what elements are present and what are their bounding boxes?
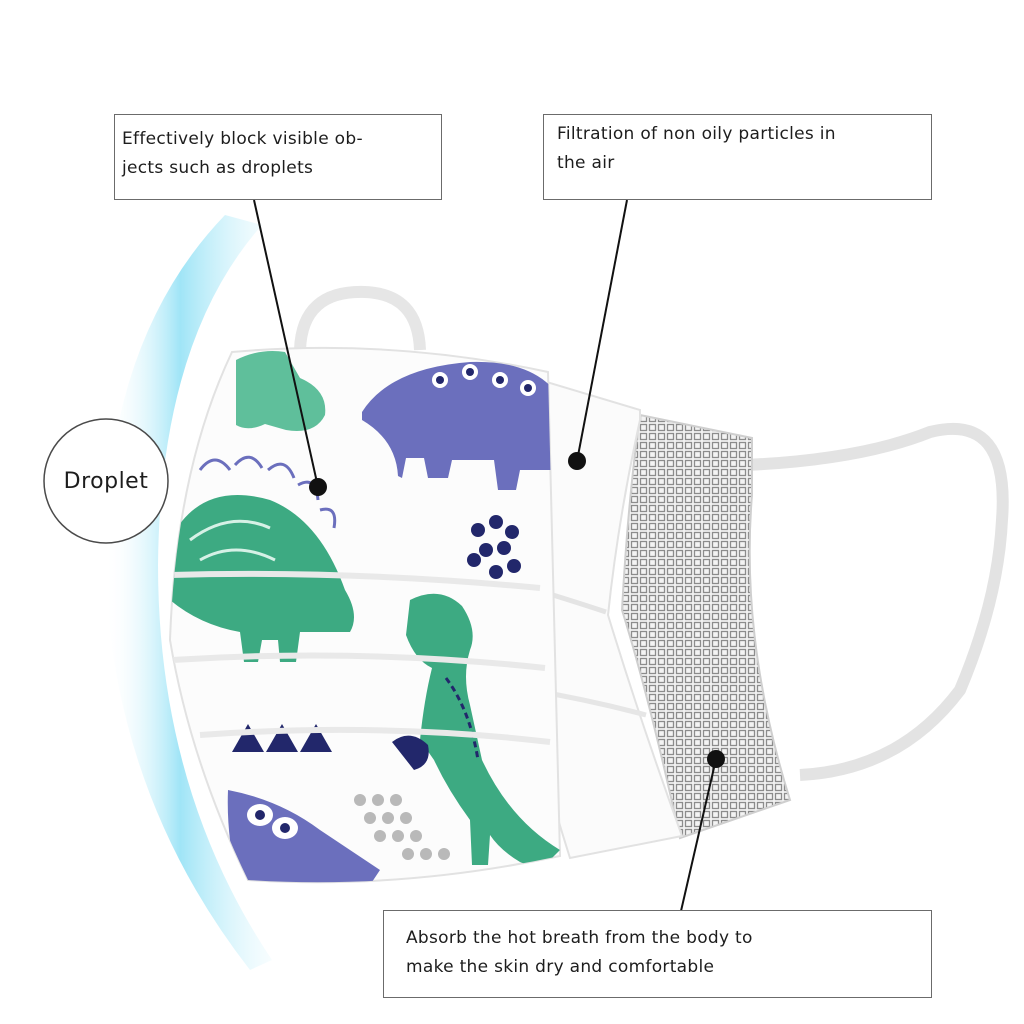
dinosaur-print-icon — [170, 455, 354, 662]
triangle-print — [232, 724, 332, 752]
ear-loop-right — [744, 422, 1009, 781]
pointer-dot-icon — [707, 750, 725, 768]
dinosaur-print-icon — [236, 351, 326, 431]
droplet-circle — [43, 418, 169, 544]
callout-text-line: jects such as droplets — [122, 158, 314, 178]
callout-text-line: Absorb the hot breath from the body to — [406, 928, 753, 948]
outer-printed-layer — [168, 346, 562, 884]
dinosaur-print-icon — [362, 361, 556, 490]
callout-outer-layer: Effectively block visible ob- jects such… — [114, 114, 442, 200]
dot-cluster — [467, 515, 521, 579]
droplet-shield-icon — [105, 215, 272, 970]
leader-lines — [253, 199, 717, 912]
droplet-label: Droplet — [63, 468, 149, 494]
dot-cluster — [354, 794, 450, 860]
callout-text-line: Effectively block visible ob- — [122, 129, 363, 149]
dinosaur-print-icon — [227, 790, 380, 883]
pointer-dot-icon — [568, 452, 586, 470]
ear-loop-back — [294, 285, 426, 351]
mask-pleats — [170, 570, 551, 745]
callout-text-line: make the skin dry and comfortable — [406, 957, 715, 977]
callout-inner-layer: Absorb the hot breath from the body to m… — [383, 910, 932, 998]
callout-text-line: Filtration of non oily particles in — [557, 124, 836, 144]
mesh-filter-layer — [620, 413, 792, 840]
dinosaur-print-icon — [392, 593, 560, 870]
pointer-dot-icon — [309, 478, 327, 496]
callout-text-line: the air — [557, 153, 615, 173]
callout-middle-layer: Filtration of non oily particles in the … — [543, 114, 932, 200]
